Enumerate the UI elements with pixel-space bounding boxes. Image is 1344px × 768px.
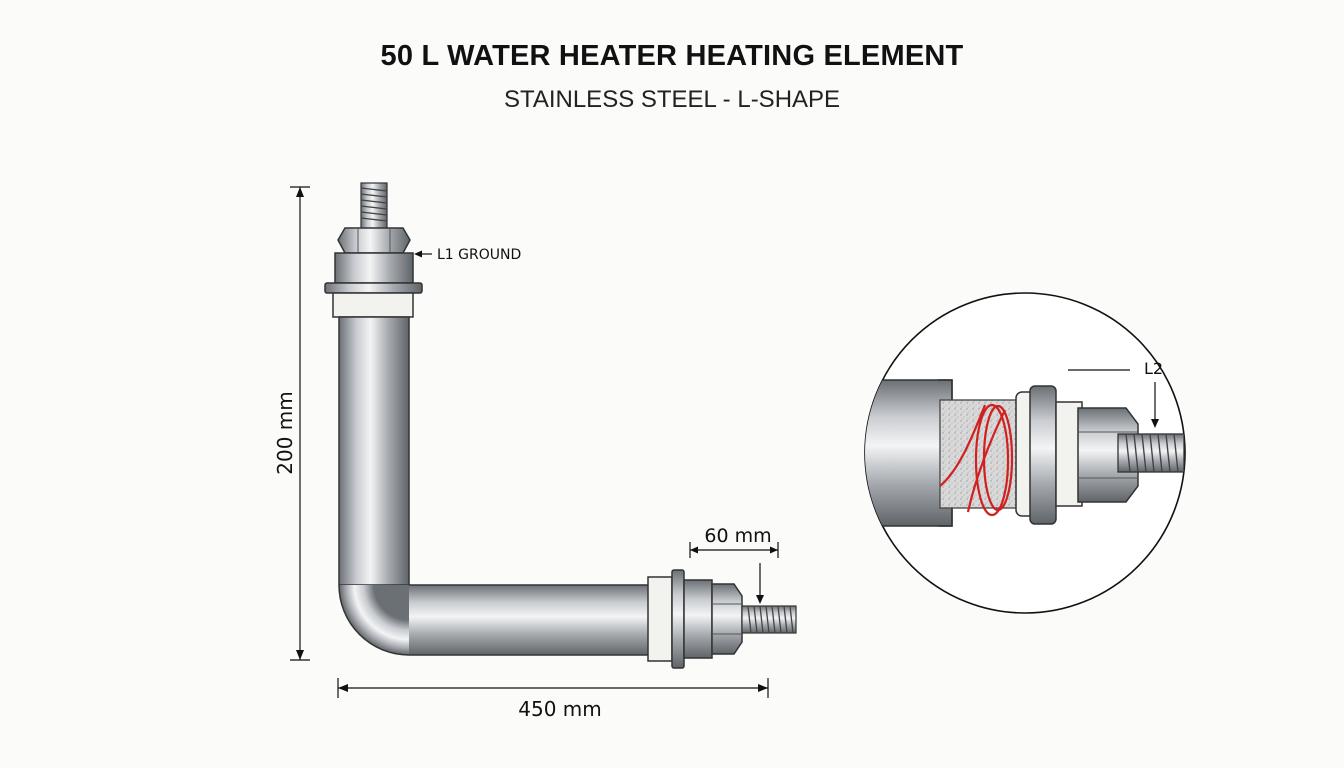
end-flange (671, 569, 685, 669)
vertical-tube (338, 316, 410, 586)
end-insulator (647, 576, 673, 662)
ground-callout (414, 250, 432, 258)
top-insulator (332, 292, 414, 318)
top-hex-nut (337, 227, 411, 254)
diagram-subtitle: STAINLESS STEEL - L-SHAPE (503, 86, 841, 113)
end-threaded-stud (741, 605, 797, 634)
end-fitting-body (683, 579, 713, 659)
length-dimension (337, 678, 769, 698)
height-label: 200 mm (273, 391, 297, 475)
l2-callout (1068, 369, 1159, 428)
detail-view (864, 292, 1186, 614)
l2-label: L2 (1144, 359, 1163, 378)
top-fitting-body (334, 252, 414, 284)
diagram-title: 50 L WATER HEATER HEATING ELEMENT (380, 40, 964, 72)
length-label: 450 mm (518, 697, 602, 721)
ground-label: L1 GROUND (437, 247, 521, 263)
top-threaded-stud (360, 182, 388, 230)
thread-label: 60 mm (704, 525, 771, 547)
end-hex-nut (711, 583, 743, 655)
tube-bend (339, 585, 409, 655)
thread-dimension (689, 542, 779, 604)
top-flange (324, 282, 423, 294)
heating-coil-wire (939, 403, 1014, 517)
horizontal-tube (409, 585, 654, 655)
height-dimension (290, 186, 310, 661)
heating-element-drawing (324, 182, 797, 669)
